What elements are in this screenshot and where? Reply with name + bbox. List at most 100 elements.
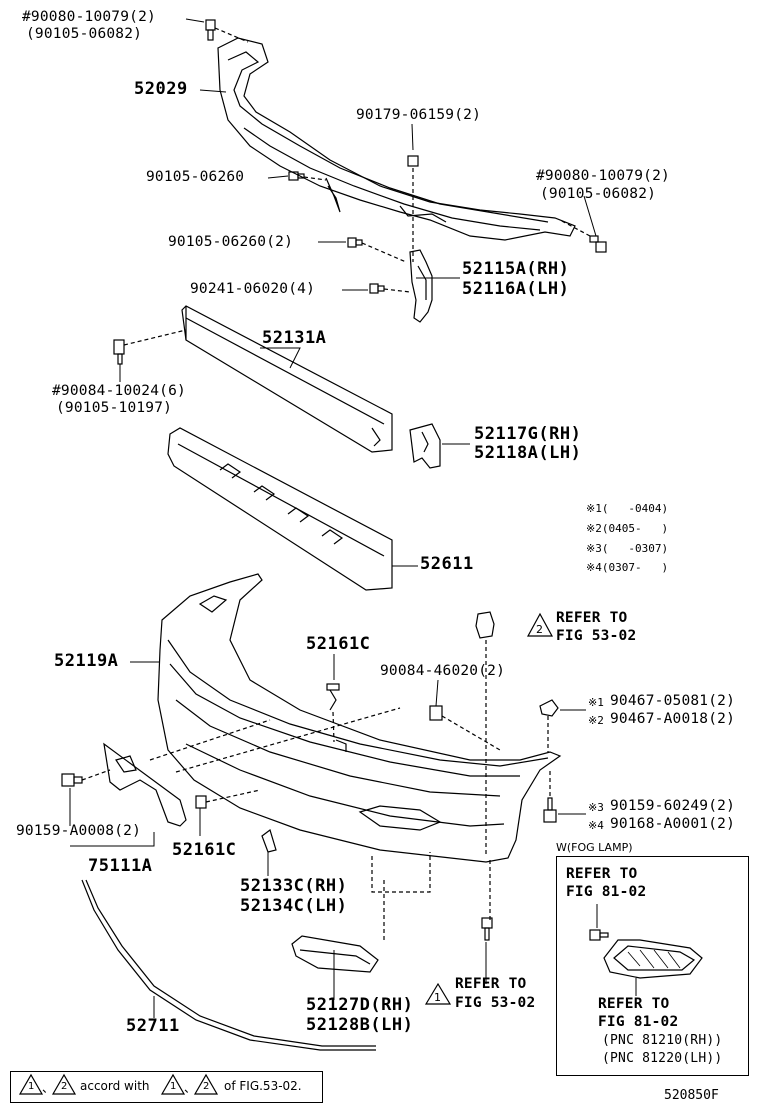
bracket-52117g — [409, 423, 441, 469]
part-label: 90084-46020(2) — [380, 663, 506, 679]
fog-cover-52127d — [291, 935, 379, 973]
date-note: ※2(0405- ) — [586, 522, 669, 535]
legend-triangle-number: 2 — [61, 1081, 68, 1092]
screw-icon — [543, 770, 557, 823]
part-label: 90159-60249(2) — [610, 798, 736, 814]
part-label: #90084-10024(6) — [52, 383, 186, 399]
part-label: 52118A(LH) — [474, 443, 582, 463]
nut-icon — [429, 705, 501, 751]
part-label: (90105-10197) — [56, 400, 173, 416]
part-label: 52133C(RH) — [240, 876, 348, 896]
part-label: 52117G(RH) — [474, 424, 582, 444]
grommet-icon — [475, 611, 495, 856]
part-label: 52127D(RH) — [306, 995, 414, 1015]
part-label: 90159-A0008(2) — [16, 823, 142, 839]
legend-separator: 、 — [42, 1081, 55, 1095]
screw-icon — [589, 904, 609, 941]
legend-triangle-number: 1 — [170, 1081, 177, 1092]
refer-label[interactable]: REFER TO — [598, 996, 670, 1012]
energy-absorber-52611 — [167, 427, 393, 591]
refer-label[interactable]: REFER TO — [556, 610, 628, 626]
marker: ※2 — [588, 714, 604, 727]
part-label: 52029 — [134, 79, 188, 99]
molding-52711 — [81, 879, 376, 1051]
warning-triangle-icon — [193, 1073, 219, 1095]
part-label: 52711 — [126, 1016, 180, 1036]
screw-icon — [61, 769, 111, 787]
part-label: 90467-05081(2) — [610, 693, 736, 709]
part-label: 90179-06159(2) — [356, 107, 482, 123]
part-label: 52161C — [172, 840, 237, 860]
legend-box — [10, 1071, 323, 1103]
part-label: 75111A — [88, 856, 153, 876]
date-note: ※4(0307- ) — [586, 561, 669, 574]
retainer-icon — [195, 789, 261, 809]
part-label: #90080-10079(2) — [22, 9, 156, 25]
bracket-52115a — [409, 249, 433, 323]
pnc-label: (PNC 81220(LH)) — [602, 1051, 723, 1066]
refer-label[interactable]: FIG 81-02 — [566, 884, 647, 900]
reinforcement-upper-52029 — [217, 37, 576, 241]
refer-label[interactable]: FIG 53-02 — [455, 995, 536, 1011]
svg-text:2: 2 — [536, 623, 543, 636]
bumper-cover-52119a — [157, 573, 562, 863]
date-note: ※1( -0404) — [586, 502, 669, 515]
refer-label[interactable]: REFER TO — [455, 976, 527, 992]
part-label: 52115A(RH) — [462, 259, 570, 279]
warning-triangle-icon: 2 — [526, 612, 554, 637]
refer-label[interactable]: FIG 53-02 — [556, 628, 637, 644]
legend-triangle-number: 2 — [203, 1081, 210, 1092]
svg-text:1: 1 — [434, 991, 441, 1004]
part-label: 52611 — [420, 554, 474, 574]
fog-lamp — [603, 939, 703, 979]
date-note: ※3( -0307) — [586, 542, 669, 555]
bolt-icon — [369, 283, 411, 294]
bolt-icon — [347, 237, 407, 263]
part-label: 52116A(LH) — [462, 279, 570, 299]
warning-triangle-icon: 1 — [424, 982, 452, 1005]
part-label: 52119A — [54, 651, 119, 671]
pnc-label: (PNC 81210(RH)) — [602, 1033, 723, 1048]
refer-label[interactable]: FIG 81-02 — [598, 1014, 679, 1030]
bolt-icon — [113, 329, 187, 365]
part-label: #90080-10079(2) — [536, 168, 670, 184]
part-label: 90105-06260 — [146, 169, 245, 185]
refer-label[interactable]: REFER TO — [566, 866, 638, 882]
part-label: (90105-06082) — [26, 26, 143, 42]
bracket-52133c — [261, 829, 277, 853]
warning-triangle-icon — [18, 1073, 44, 1095]
warning-triangle-icon — [160, 1073, 186, 1095]
bolt-icon — [288, 171, 327, 181]
part-label: 52128B(LH) — [306, 1015, 414, 1035]
fog-lamp-box — [556, 856, 749, 1076]
figure-code: 520850F — [664, 1088, 719, 1103]
screw-icon — [481, 917, 493, 941]
part-label: 90168-A0001(2) — [610, 816, 736, 832]
guide-line — [149, 707, 491, 940]
part-label: 52134C(LH) — [240, 896, 348, 916]
part-label: 90241-06020(4) — [190, 281, 316, 297]
part-label: 52161C — [306, 634, 371, 654]
bolt-icon — [559, 219, 607, 253]
bumper-reinforcement-52131a — [181, 305, 393, 453]
marker: ※1 — [588, 696, 604, 709]
part-label: (90105-06082) — [540, 186, 657, 202]
fog-lamp-title: W(FOG LAMP) — [556, 841, 633, 854]
marker: ※4 — [588, 819, 604, 832]
part-label: 90467-A0018(2) — [610, 711, 736, 727]
part-label: 52131A — [262, 328, 327, 348]
retainer-icon — [326, 683, 340, 743]
legend-separator: 、 — [184, 1081, 197, 1095]
clip-icon — [407, 155, 419, 262]
legend-text: of FIG.53-02. — [224, 1079, 302, 1093]
warning-triangle-icon — [51, 1073, 77, 1095]
license-bracket-75111a — [103, 742, 187, 827]
clip-icon — [539, 699, 559, 752]
leader-lines — [69, 18, 597, 1018]
bolt-icon — [205, 19, 249, 43]
marker: ※3 — [588, 801, 604, 814]
legend-text: accord with — [80, 1079, 150, 1093]
legend-triangle-number: 1 — [28, 1081, 35, 1092]
part-label: 90105-06260(2) — [168, 234, 294, 250]
